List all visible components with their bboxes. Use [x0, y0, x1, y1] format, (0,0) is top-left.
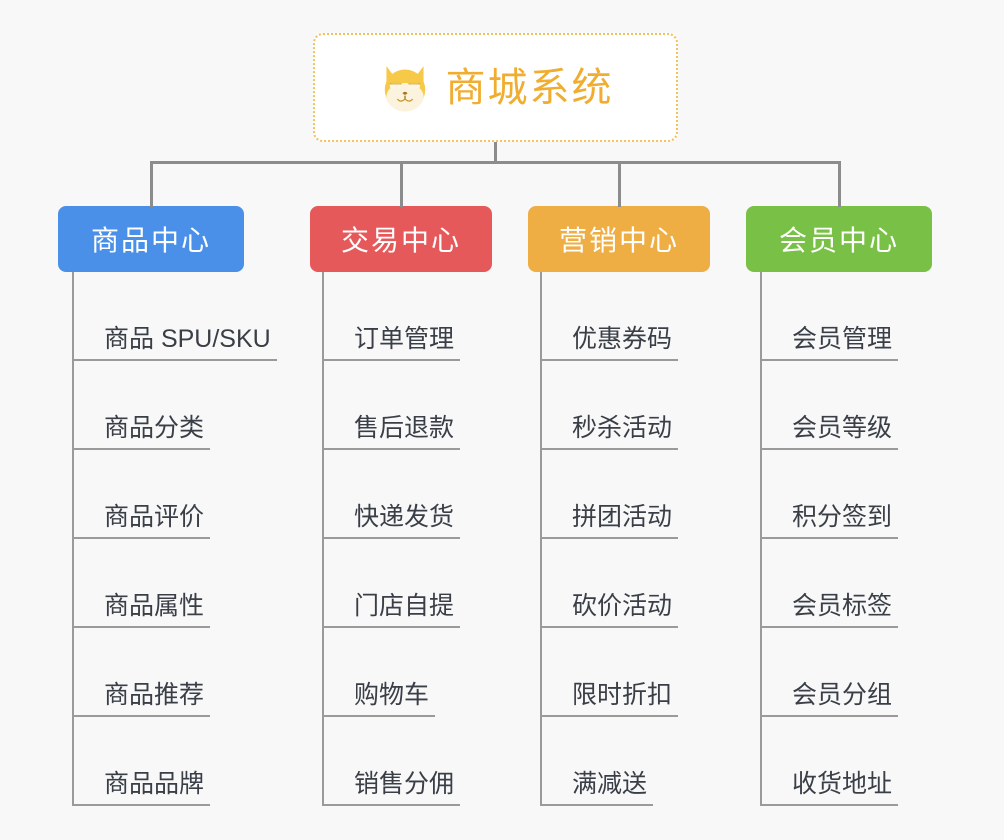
connector-drop-4 — [838, 161, 841, 207]
leaf-item[interactable]: 会员管理 — [760, 272, 899, 361]
leaf-item-label: 门店自提 — [322, 592, 461, 628]
root-node-title: 商城系统 — [445, 65, 614, 110]
connector-horizontal-bus — [150, 161, 841, 164]
leaf-item-label: 收货地址 — [760, 770, 899, 806]
leaf-item[interactable]: 限时折扣 — [540, 628, 679, 717]
leaf-item[interactable]: 销售分佣 — [322, 717, 461, 806]
leaf-item[interactable]: 积分签到 — [760, 450, 899, 539]
leaf-item[interactable]: 拼团活动 — [540, 450, 679, 539]
leaf-item-label: 会员管理 — [760, 325, 899, 361]
leaf-item[interactable]: 门店自提 — [322, 539, 461, 628]
leaf-column-3: 优惠券码秒杀活动拼团活动砍价活动限时折扣满减送 — [540, 272, 770, 806]
leaf-item-label: 会员标签 — [760, 592, 899, 628]
leaf-item[interactable]: 购物车 — [322, 628, 436, 717]
leaf-item-label: 商品属性 — [72, 592, 211, 628]
leaf-item[interactable]: 满减送 — [540, 717, 654, 806]
leaf-item[interactable]: 售后退款 — [322, 361, 461, 450]
leaf-item-label: 商品 SPU/SKU — [72, 325, 277, 361]
leaf-item-label: 快递发货 — [322, 503, 461, 539]
leaf-item[interactable]: 优惠券码 — [540, 272, 679, 361]
leaf-item-label: 秒杀活动 — [540, 414, 679, 450]
leaf-item[interactable]: 快递发货 — [322, 450, 461, 539]
leaf-item[interactable]: 会员标签 — [760, 539, 899, 628]
leaf-item-label: 限时折扣 — [540, 681, 679, 717]
leaf-column-4: 会员管理会员等级积分签到会员标签会员分组收货地址 — [760, 272, 990, 806]
leaf-item-label: 拼团活动 — [540, 503, 679, 539]
leaf-item[interactable]: 商品分类 — [72, 361, 211, 450]
category-header-label: 营销中心 — [558, 225, 679, 256]
leaf-item[interactable]: 订单管理 — [322, 272, 461, 361]
leaf-item-label: 商品推荐 — [72, 681, 211, 717]
shiba-dog-face-icon — [384, 65, 425, 112]
connector-drop-3 — [618, 161, 621, 207]
category-header-1[interactable]: 商品中心 — [58, 206, 244, 272]
leaf-item[interactable]: 商品属性 — [72, 539, 211, 628]
leaf-item[interactable]: 商品评价 — [72, 450, 211, 539]
leaf-column-spine — [322, 272, 324, 806]
leaf-item-label: 砍价活动 — [540, 592, 679, 628]
leaf-item-label: 会员等级 — [760, 414, 899, 450]
root-node-shopping-mall-system[interactable]: 商城系统 — [313, 33, 678, 142]
leaf-item[interactable]: 会员分组 — [760, 628, 899, 717]
leaf-column-2: 订单管理售后退款快递发货门店自提购物车销售分佣 — [322, 272, 552, 806]
leaf-item[interactable]: 砍价活动 — [540, 539, 679, 628]
leaf-item-label: 订单管理 — [322, 325, 461, 361]
leaf-item-label: 购物车 — [322, 681, 436, 717]
leaf-item[interactable]: 秒杀活动 — [540, 361, 679, 450]
leaf-column-spine — [72, 272, 74, 806]
leaf-item-label: 满减送 — [540, 770, 654, 806]
connector-drop-1 — [150, 161, 153, 207]
category-header-label: 商品中心 — [90, 225, 211, 256]
leaf-column-1: 商品 SPU/SKU 商品分类商品评价商品属性商品推荐商品品牌 — [72, 272, 302, 806]
leaf-item-label: 积分签到 — [760, 503, 899, 539]
leaf-item-label: 商品品牌 — [72, 770, 211, 806]
leaf-item[interactable]: 收货地址 — [760, 717, 899, 806]
leaf-item-label: 会员分组 — [760, 681, 899, 717]
leaf-item[interactable]: 商品推荐 — [72, 628, 211, 717]
category-header-label: 交易中心 — [340, 225, 461, 256]
leaf-column-spine — [540, 272, 542, 806]
leaf-item-label: 商品评价 — [72, 503, 211, 539]
leaf-item-label: 优惠券码 — [540, 325, 679, 361]
category-header-2[interactable]: 交易中心 — [310, 206, 492, 272]
leaf-item-label: 售后退款 — [322, 414, 461, 450]
leaf-item[interactable]: 会员等级 — [760, 361, 899, 450]
leaf-item[interactable]: 商品品牌 — [72, 717, 211, 806]
category-header-label: 会员中心 — [778, 225, 899, 256]
connector-drop-2 — [400, 161, 403, 207]
connector-root-stem — [494, 142, 497, 164]
leaf-item-label: 销售分佣 — [322, 770, 461, 806]
leaf-item-label: 商品分类 — [72, 414, 211, 450]
category-header-4[interactable]: 会员中心 — [746, 206, 932, 272]
leaf-column-spine — [760, 272, 762, 806]
leaf-item[interactable]: 商品 SPU/SKU — [72, 272, 277, 361]
category-header-3[interactable]: 营销中心 — [528, 206, 710, 272]
